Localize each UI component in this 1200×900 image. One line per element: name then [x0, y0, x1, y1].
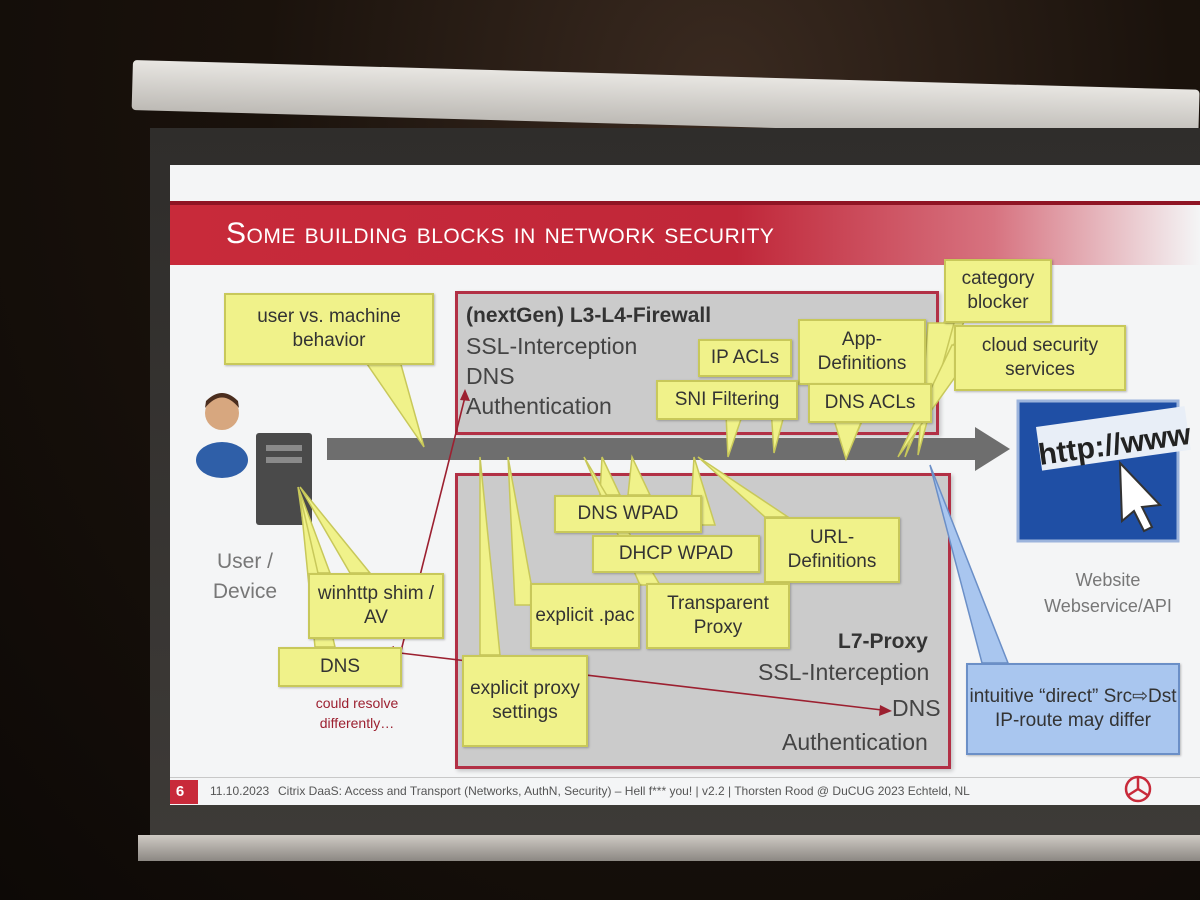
callout-explicit-proxy-settings: explicit proxy settings: [462, 655, 588, 747]
blue-callout-pointer: [929, 464, 1010, 664]
firewall-line-auth: Authentication: [466, 393, 612, 419]
callout-direct-route: intuitive “direct” Src⇨Dst IP-route may …: [966, 663, 1180, 755]
label-user-device: User / Device: [212, 550, 278, 603]
computer-tower-icon: [256, 433, 312, 525]
firewall-line-ssl: SSL-Interception: [466, 333, 638, 359]
footer-text: Citrix DaaS: Access and Transport (Netwo…: [278, 784, 970, 798]
presentation-slide: Some building blocks in network security…: [170, 165, 1200, 805]
firewall-line-dns: DNS: [466, 363, 515, 389]
label-could-resolve: could resolve differently…: [315, 695, 399, 731]
callout-cloud-security-services: cloud security services: [954, 325, 1126, 391]
slide-footer: 6 11.10.2023 Citrix DaaS: Access and Tra…: [170, 774, 1200, 805]
callout-ip-acls: IP ACLs: [698, 339, 792, 377]
callout-user-machine-behavior: user vs. machine behavior: [224, 293, 434, 365]
callout-url-definitions: URL-Definitions: [764, 517, 900, 583]
brand-name: brain: [1120, 804, 1174, 805]
firewall-heading: (nextGen) L3-L4-Firewall: [466, 304, 712, 327]
proxy-line-auth: Authentication: [782, 729, 928, 755]
proxy-heading: L7-Proxy: [838, 630, 928, 653]
slide-title: Some building blocks in network security: [226, 217, 775, 250]
page-number: 6: [170, 780, 198, 804]
projector-screen-bottom-bar: [138, 835, 1200, 861]
brand-logo: brain: [1120, 774, 1200, 805]
label-website: Website Webservice/API: [1044, 570, 1172, 616]
callout-category-blocker: category blocker: [944, 259, 1052, 323]
callout-transparent-proxy: Transparent Proxy: [646, 583, 790, 649]
title-band-accent: [170, 201, 1200, 205]
main-flow-arrow: [327, 427, 1010, 471]
callout-sni-filtering: SNI Filtering: [656, 380, 798, 420]
callout-dns-acls: DNS ACLs: [808, 383, 932, 423]
brand-logo-icon: [1124, 775, 1152, 803]
proxy-line-dns: DNS: [892, 695, 941, 721]
proxy-line-ssl: SSL-Interception: [758, 659, 930, 685]
callout-app-definitions: App-Definitions: [798, 319, 926, 385]
footer-date: 11.10.2023: [210, 784, 270, 798]
callout-dns-wpad: DNS WPAD: [554, 495, 702, 533]
website-image: [1016, 399, 1191, 543]
callout-dhcp-wpad: DHCP WPAD: [592, 535, 760, 573]
title-band: [170, 205, 1200, 265]
callout-explicit-pac: explicit .pac: [530, 583, 640, 649]
callout-winhttp-shim-av: winhttp shim / AV: [308, 573, 444, 639]
user-icon: [196, 393, 248, 478]
callout-dns: DNS: [278, 647, 402, 687]
